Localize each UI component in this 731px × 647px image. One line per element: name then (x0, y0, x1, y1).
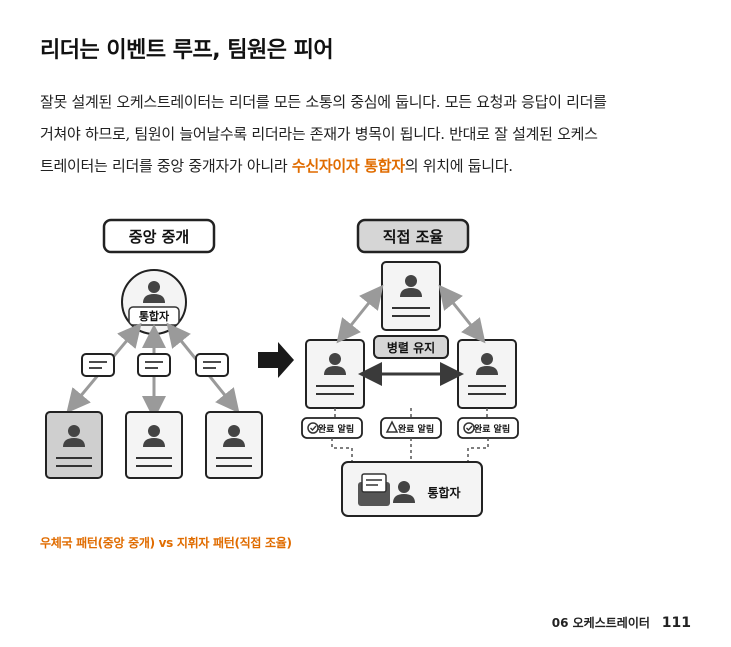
paragraph-line-3: 트레이터는 리더를 중앙 중개자가 아니라 수신자이자 통합자의 위치에 둡니다… (40, 150, 695, 182)
dashed-connector-1 (331, 438, 353, 462)
arrow-top-left (336, 284, 384, 344)
worker-card-3 (205, 411, 263, 479)
peer-card-left (305, 339, 365, 409)
parallel-tag (373, 335, 449, 359)
receiver-box: 통합자 (341, 461, 483, 517)
label-box-direct (356, 218, 470, 254)
page-footer: 06 오케스트레이터 111 (552, 614, 691, 631)
peer-card-right (457, 339, 517, 409)
message-icon-1 (81, 353, 115, 377)
svg-text:완료 알림: 완료 알림 (398, 423, 434, 435)
page-title: 리더는 이벤트 루프, 팀원은 피어 (40, 38, 334, 63)
paragraph-line-3-end: 의 위치에 둡니다. (404, 157, 513, 175)
svg-text:완료 알림: 완료 알림 (318, 423, 354, 435)
central-mediation-group: 중앙 중개 통합자 (45, 218, 263, 479)
central-mediation-label: 중앙 중개 (129, 228, 189, 246)
figure-caption: 우체국 패턴(중앙 중개) vs 지휘자 패턴(직접 조율) (40, 536, 292, 550)
arrow-top-right (438, 284, 486, 344)
check-icon (463, 422, 475, 434)
worker-card-2 (125, 411, 183, 479)
parallel-label: 병렬 유지 (387, 340, 435, 355)
message-icon-3 (195, 353, 229, 377)
warning-icon (385, 420, 399, 433)
paragraph-line-1: 잘못 설계된 오케스트레이터는 리더를 모든 소통의 중심에 둡니다. 모든 요… (40, 93, 607, 111)
body-paragraph: 잘못 설계된 오케스트레이터는 리더를 모든 소통의 중심에 둡니다. 모든 요… (40, 86, 695, 182)
receiver-label: 통합자 (427, 485, 460, 500)
paragraph-line-3-start: 트레이터는 리더를 중앙 중개자가 아니라 (40, 157, 292, 175)
check-icon (307, 422, 319, 434)
notice-badge-2: 완료 알림 (380, 417, 442, 439)
direct-coordination-group: 직접 조율 병렬 유지 (301, 218, 519, 517)
label-box-central (102, 218, 216, 254)
orchestration-diagram: 중앙 중개 통합자 (45, 218, 519, 517)
paragraph-line-2: 거쳐야 하므로, 팀원이 늘어날수록 리더라는 존재가 병목이 됩니다. 반대로… (40, 125, 598, 143)
page-number: 111 (661, 615, 691, 631)
notice-badge-3: 완료 알림 (457, 417, 519, 439)
worker-card-1 (45, 411, 103, 479)
svg-text:완료 알림: 완료 알림 (474, 423, 510, 435)
chapter-title: 06 오케스트레이터 (551, 616, 650, 630)
hub-label: 통합자 (139, 309, 170, 323)
dashed-connector-3 (467, 438, 489, 462)
peer-card-top (381, 261, 441, 331)
direct-coordination-label: 직접 조율 (383, 228, 444, 246)
transition-arrow-icon (258, 342, 294, 378)
message-icon-2 (137, 353, 171, 377)
highlight-receiver-integrator: 수신자이자 통합자 (291, 157, 405, 175)
notice-badge-1: 완료 알림 (301, 417, 363, 439)
